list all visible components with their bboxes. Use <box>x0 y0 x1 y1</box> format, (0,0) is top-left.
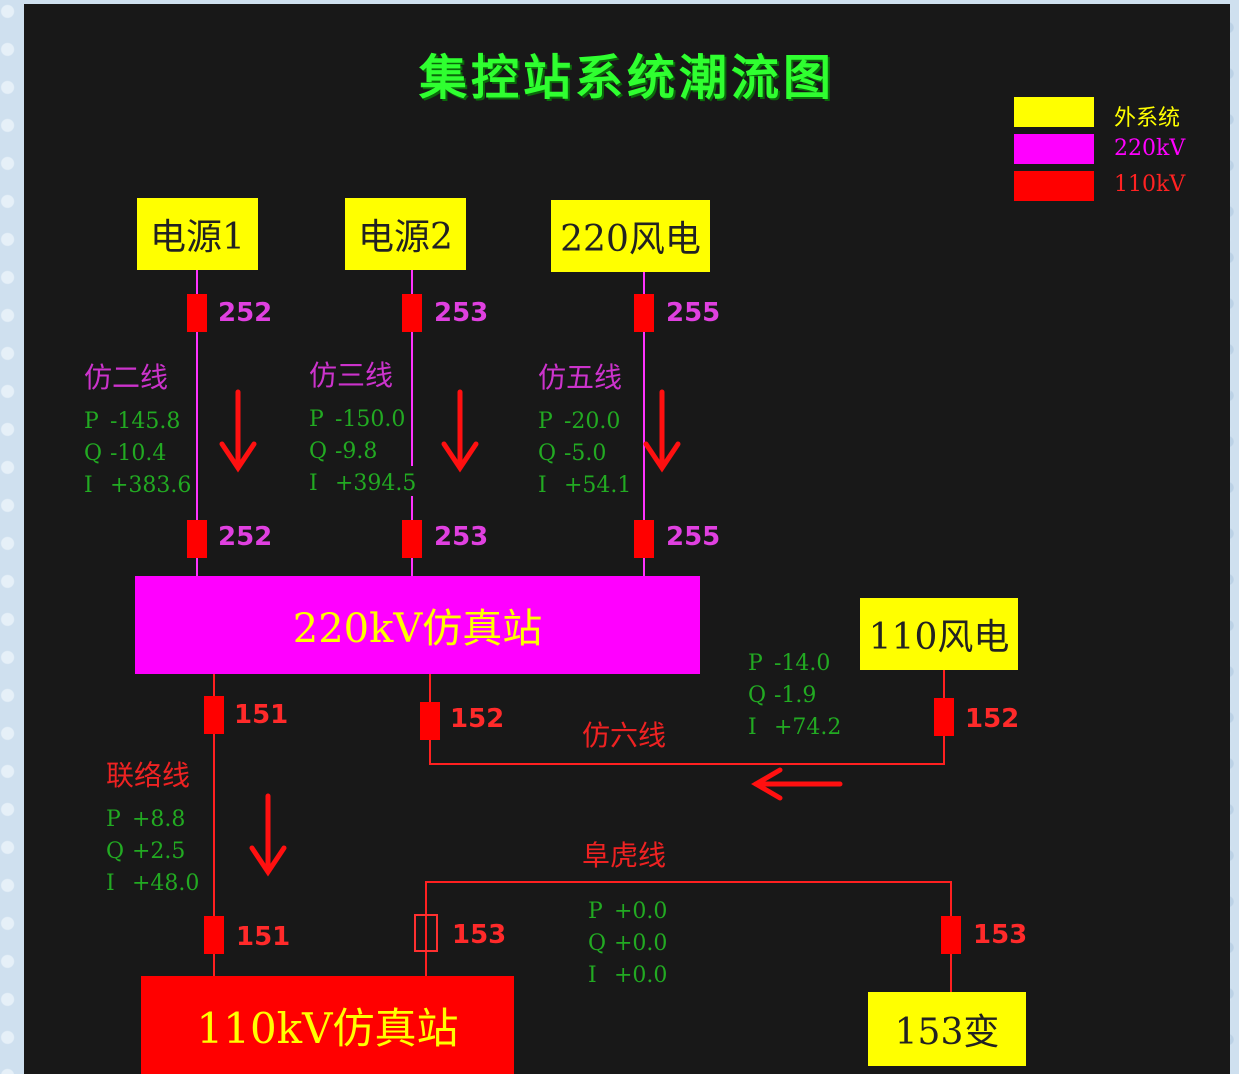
arrow-left-fang6 <box>751 767 843 801</box>
fuhu-i: +0.0 <box>614 963 668 988</box>
meas-key-i: I <box>309 471 318 496</box>
breaker-253-top[interactable] <box>402 294 422 332</box>
fang5-i: +54.1 <box>564 473 632 498</box>
fang3-q: -9.8 <box>335 439 378 464</box>
page-title: 集控站系统潮流图 <box>418 50 835 106</box>
breaker-label-152-right: 152 <box>965 704 1020 734</box>
fang2-q: -10.4 <box>110 441 167 466</box>
bus-220kv[interactable]: 220kV仿真站 <box>135 576 700 674</box>
fang3-p: -150.0 <box>335 407 406 432</box>
arrow-down-lianluo <box>249 793 287 877</box>
bus-110kv[interactable]: 110kV仿真站 <box>141 976 514 1074</box>
fuhu-p: +0.0 <box>614 899 668 924</box>
meas-key-i: I <box>84 473 93 498</box>
fang6-p: -14.0 <box>774 651 831 676</box>
breaker-255-bottom[interactable] <box>634 520 654 558</box>
arrow-down-fang5 <box>643 389 681 473</box>
source-wind220[interactable]: 220风电 <box>551 200 710 272</box>
fang5-p: -20.0 <box>564 409 621 434</box>
line-name-fang3: 仿三线 <box>309 359 394 392</box>
meas-key-i: I <box>588 963 597 988</box>
diagram-panel: 集控站系统潮流图 外系统 220kV 110kV 电源1 电源2 220风电 1… <box>24 4 1230 1074</box>
breaker-151-top[interactable] <box>204 696 224 734</box>
meas-key-p: P <box>106 807 121 832</box>
lianluo-i: +48.0 <box>132 871 200 896</box>
meas-key-i: I <box>538 473 547 498</box>
lianluo-p: +8.8 <box>132 807 186 832</box>
fang6-q: -1.9 <box>774 683 817 708</box>
line-name-fang6: 仿六线 <box>582 719 667 752</box>
line-name-fuhu: 阜虎线 <box>582 839 667 872</box>
line-name-lianluo: 联络线 <box>106 759 191 792</box>
breaker-152-right[interactable] <box>934 698 954 736</box>
breaker-label-153-left: 153 <box>452 920 507 950</box>
breaker-151-bottom[interactable] <box>204 916 224 954</box>
fang6-i: +74.2 <box>774 715 842 740</box>
source-power1[interactable]: 电源1 <box>137 198 258 270</box>
meas-key-p: P <box>309 407 324 432</box>
breaker-252-bottom[interactable] <box>187 520 207 558</box>
breaker-153-right[interactable] <box>941 916 961 954</box>
breaker-label-151-top: 151 <box>234 700 289 730</box>
source-power2[interactable]: 电源2 <box>345 198 466 270</box>
breaker-252-top[interactable] <box>187 294 207 332</box>
legend-label-220kv: 220kV <box>1114 136 1186 161</box>
breaker-label-151-bottom: 151 <box>236 922 291 952</box>
fang5-q: -5.0 <box>564 441 607 466</box>
measurements-fang3: P -150.0 Q -9.8 I +394.5 <box>309 404 416 500</box>
meas-key-q: Q <box>748 683 767 708</box>
measurements-fang2: P -145.8 Q -10.4 I +383.6 <box>84 406 191 502</box>
breaker-255-top[interactable] <box>634 294 654 332</box>
fang2-p: -145.8 <box>110 409 181 434</box>
line-name-fang5: 仿五线 <box>538 361 623 394</box>
breaker-label-152-left: 152 <box>450 704 505 734</box>
meas-key-q: Q <box>84 441 103 466</box>
meas-key-p: P <box>588 899 603 924</box>
arrow-down-fang2 <box>219 389 257 473</box>
meas-key-p: P <box>84 409 99 434</box>
breaker-label-252-top: 252 <box>218 298 273 328</box>
legend-swatch-220kv <box>1014 134 1094 164</box>
arrow-down-fang3 <box>441 389 479 473</box>
lianluo-q: +2.5 <box>132 839 186 864</box>
breaker-label-255-bottom: 255 <box>666 522 721 552</box>
breaker-152-left[interactable] <box>420 702 440 740</box>
breaker-label-153-right: 153 <box>973 920 1028 950</box>
breaker-253-bottom[interactable] <box>402 520 422 558</box>
measurements-lianluo: P +8.8 Q +2.5 I +48.0 <box>106 804 199 900</box>
breaker-label-255-top: 255 <box>666 298 721 328</box>
meas-key-p: P <box>748 651 763 676</box>
fang3-i: +394.5 <box>335 471 417 496</box>
fuhu-q: +0.0 <box>614 931 668 956</box>
meas-key-q: Q <box>106 839 125 864</box>
meas-key-q: Q <box>588 931 607 956</box>
breaker-label-253-top: 253 <box>434 298 489 328</box>
substation-153[interactable]: 153变 <box>868 992 1026 1066</box>
measurements-fuhu: P +0.0 Q +0.0 I +0.0 <box>588 896 667 992</box>
line-name-fang2: 仿二线 <box>84 361 169 394</box>
meas-key-q: Q <box>309 439 328 464</box>
legend-swatch-110kv <box>1014 171 1094 201</box>
legend-label-external: 外系统 <box>1114 106 1181 131</box>
meas-key-i: I <box>748 715 757 740</box>
meas-key-i: I <box>106 871 115 896</box>
measurements-fang6: P -14.0 Q -1.9 I +74.2 <box>748 648 841 744</box>
legend-label-110kv: 110kV <box>1114 172 1186 197</box>
meas-key-q: Q <box>538 441 557 466</box>
meas-key-p: P <box>538 409 553 434</box>
legend-swatch-external <box>1014 97 1094 127</box>
flow-arrows <box>219 389 843 877</box>
breaker-153-left-open[interactable] <box>414 914 438 952</box>
measurements-fang5: P -20.0 Q -5.0 I +54.1 <box>538 406 631 502</box>
breaker-label-252-bottom: 252 <box>218 522 273 552</box>
fang2-i: +383.6 <box>110 473 192 498</box>
source-wind110[interactable]: 110风电 <box>860 598 1018 670</box>
breaker-label-253-bottom: 253 <box>434 522 489 552</box>
